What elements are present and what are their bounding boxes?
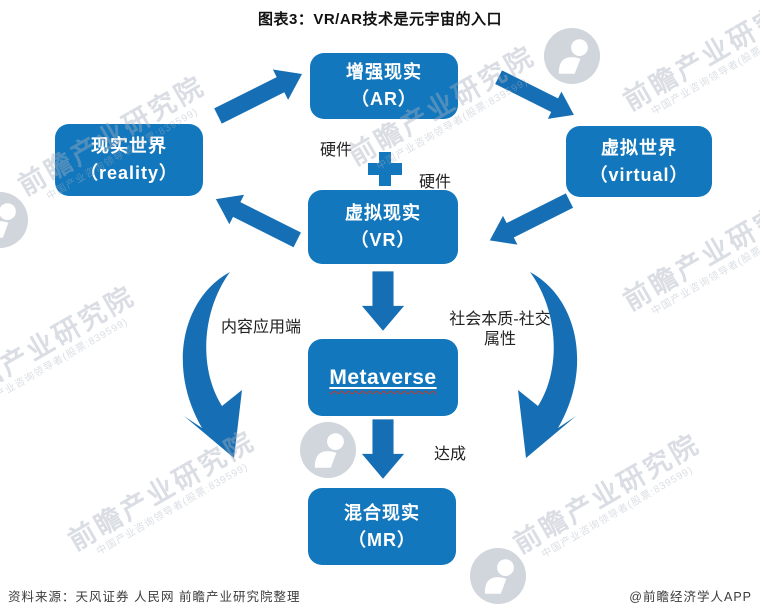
- node-label-line: （virtual）: [589, 164, 689, 185]
- node-label-line: 混合现实: [344, 502, 420, 523]
- node-label-line: （VR）: [350, 230, 416, 250]
- node-label-line: 增强现实: [346, 62, 422, 82]
- node-label-line: 现实世界: [91, 136, 167, 156]
- credit-note: @前瞻经济学人APP: [629, 590, 752, 604]
- arrow-reality-to-ar-icon: [210, 66, 305, 124]
- arrow-vr-to-metaverse-icon: [360, 271, 406, 333]
- node-label-line: （MR）: [348, 529, 416, 550]
- node-augmented-reality: 增强现实 （AR）: [310, 53, 458, 119]
- chart-title: 图表3：VR/AR技术是元宇宙的入口: [257, 11, 502, 28]
- label-achieve: 达成: [434, 444, 467, 463]
- arrow-metaverse-to-mr-icon: [360, 419, 406, 481]
- arrow-ar-to-virtual-icon: [488, 70, 580, 122]
- watermark-text: 前瞻产业研究院 中国产业咨询领导者(股票:839599): [0, 280, 141, 413]
- label-content-application: 内容应用端: [221, 317, 302, 336]
- arrow-curved-right-to-mr-icon: [498, 268, 588, 463]
- plus-icon: [368, 152, 402, 186]
- arrow-vr-to-reality-icon: [213, 191, 305, 248]
- node-label-line: （reality）: [79, 163, 179, 183]
- node-label-line: 虚拟现实: [345, 203, 421, 223]
- node-virtual-world: 虚拟世界 （virtual）: [566, 126, 712, 197]
- arrow-virtual-to-vr-icon: [486, 193, 578, 248]
- qianzhan-logo-icon: [300, 422, 356, 478]
- node-mixed-reality: 混合现实 （MR）: [308, 488, 456, 565]
- label-hardware-top: 硬件: [320, 140, 353, 159]
- node-label-line: （AR）: [351, 89, 417, 109]
- label-hardware-bottom: 硬件: [419, 172, 452, 191]
- watermark-text: 前瞻产业研究院 中国产业咨询领导者(股票:839599): [618, 185, 760, 318]
- node-metaverse: Metaverse: [308, 339, 458, 416]
- node-virtual-reality: 虚拟现实 （VR）: [308, 190, 458, 264]
- label-social-essence: 社会本质-社交 属性: [449, 309, 551, 348]
- qianzhan-logo-icon: [470, 548, 526, 604]
- arrow-curved-left-to-mr-icon: [172, 268, 262, 463]
- qianzhan-logo-icon: [0, 192, 28, 248]
- node-label-line: 虚拟世界: [601, 137, 677, 158]
- source-note: 资料来源：天风证券 人民网 前瞻产业研究院整理: [8, 590, 301, 604]
- node-label-line: Metaverse: [329, 365, 437, 389]
- node-real-world: 现实世界 （reality）: [55, 124, 203, 196]
